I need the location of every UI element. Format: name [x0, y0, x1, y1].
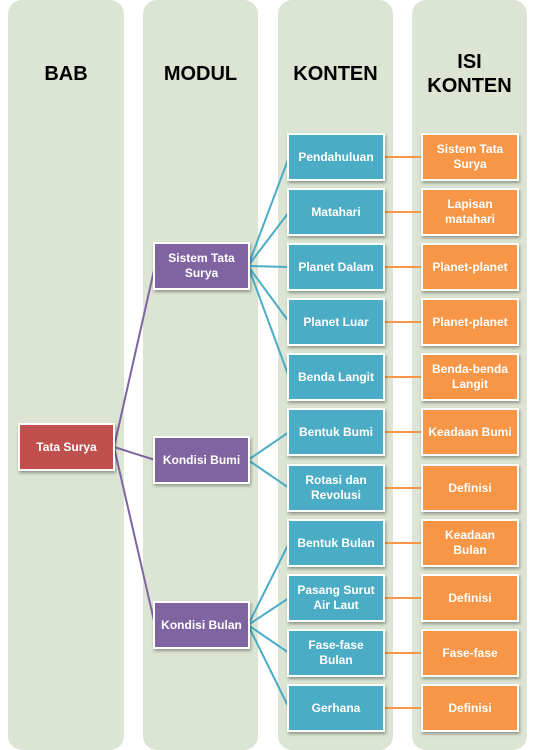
header-konten: KONTEN — [293, 63, 378, 85]
node-konten-matahari: Matahari — [287, 188, 385, 236]
node-konten-pendahuluan: Pendahuluan — [287, 133, 385, 181]
header-isi-line1: ISI — [457, 51, 482, 73]
header-isi-line2: KONTEN — [427, 75, 512, 97]
node-isi-lapisan-matahari: Lapisan matahari — [421, 188, 519, 236]
header-bab: BAB — [44, 63, 88, 85]
node-isi-keadaan-bulan: Keadaan Bulan — [421, 519, 519, 567]
connector-bab-modul-1 — [113, 265, 156, 448]
node-konten-planet-dalam: Planet Dalam — [287, 243, 385, 291]
node-isi-definisi-pasang-surut: Definisi — [421, 574, 519, 622]
node-isi-planet-planet-dalam: Planet-planet — [421, 243, 519, 291]
node-konten-fase-fase-bulan: Fase-fase Bulan — [287, 629, 385, 677]
node-isi-benda-benda-langit: Benda-benda Langit — [421, 353, 519, 401]
node-konten-bentuk-bulan: Bentuk Bulan — [287, 519, 385, 567]
node-isi-sistem-tata-surya: Sistem Tata Surya — [421, 133, 519, 181]
node-modul-kondisi-bulan: Kondisi Bulan — [153, 601, 250, 649]
node-modul-sistem-tata-surya: Sistem Tata Surya — [153, 242, 250, 290]
connector-bab-modul-2 — [113, 446, 156, 461]
node-konten-rotasi-revolusi: Rotasi dan Revolusi — [287, 464, 385, 512]
column-bab — [8, 0, 124, 750]
header-modul: MODUL — [163, 63, 238, 85]
node-isi-planet-planet-luar: Planet-planet — [421, 298, 519, 346]
node-konten-planet-luar: Planet Luar — [287, 298, 385, 346]
node-isi-definisi-rotasi: Definisi — [421, 464, 519, 512]
node-isi-keadaan-bumi: Keadaan Bumi — [421, 408, 519, 456]
node-konten-pasang-surut: Pasang Surut Air Laut — [287, 574, 385, 622]
header-isi-konten: ISI KONTEN — [412, 50, 527, 98]
node-isi-fase-fase: Fase-fase — [421, 629, 519, 677]
node-konten-gerhana: Gerhana — [287, 684, 385, 732]
node-konten-bentuk-bumi: Bentuk Bumi — [287, 408, 385, 456]
node-konten-benda-langit: Benda Langit — [287, 353, 385, 401]
node-isi-definisi-gerhana: Definisi — [421, 684, 519, 732]
node-bab-tata-surya: Tata Surya — [18, 423, 115, 471]
node-modul-kondisi-bumi: Kondisi Bumi — [153, 436, 250, 484]
connector-bab-modul-3 — [113, 446, 156, 626]
